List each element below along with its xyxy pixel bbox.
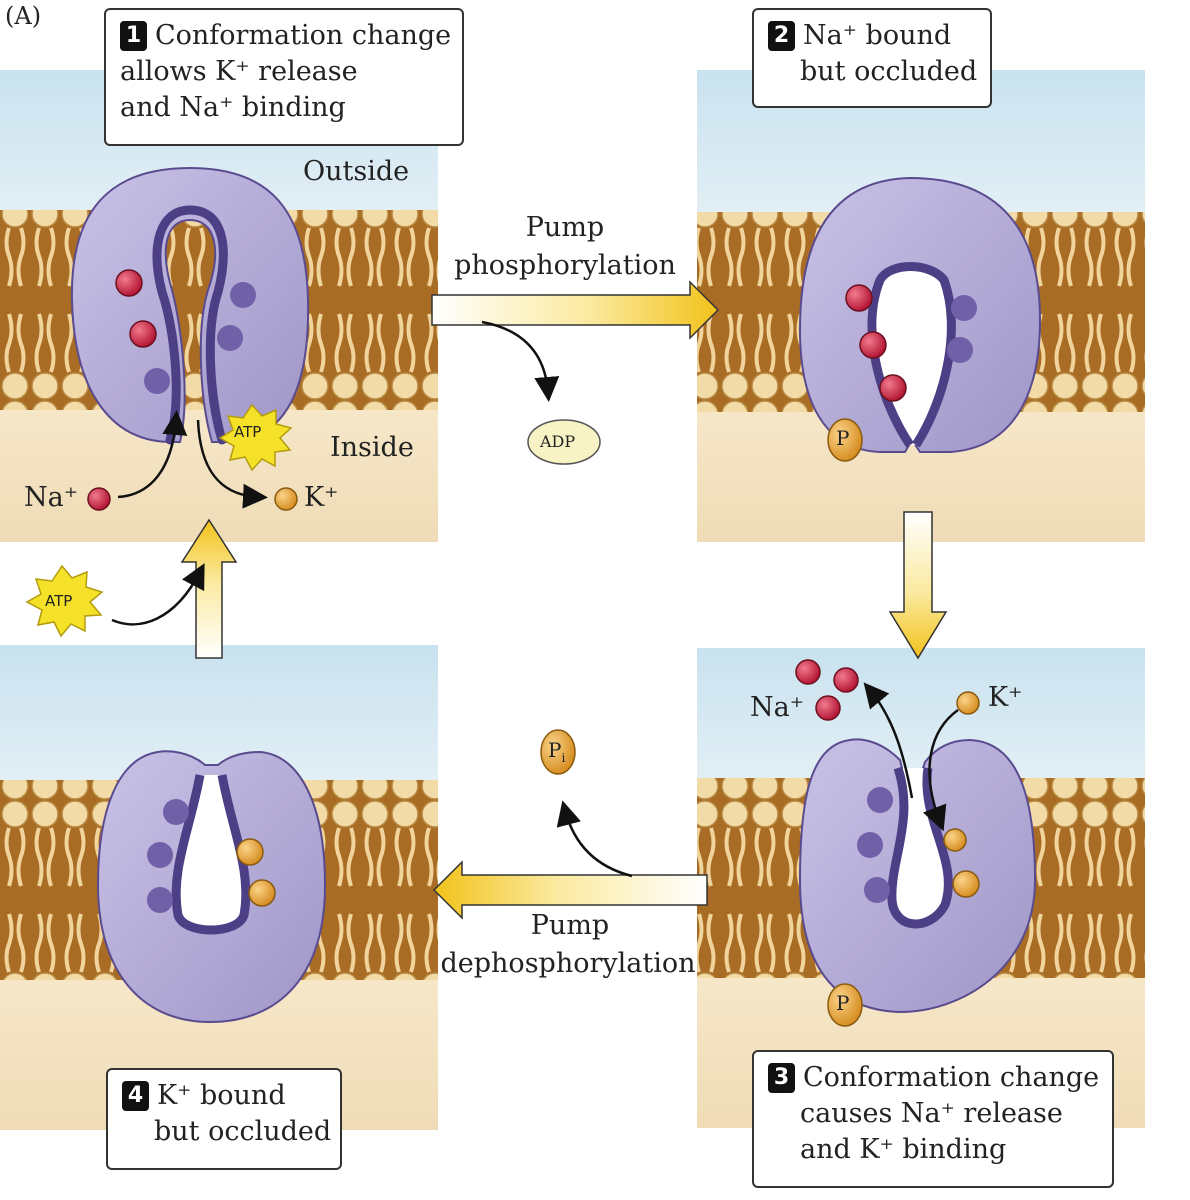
na-ion-free (87, 487, 111, 511)
na-ion (115, 269, 143, 297)
binding-site (217, 325, 243, 351)
binding-site (147, 887, 173, 913)
inside-label: Inside (330, 432, 414, 463)
binding-site (857, 832, 883, 858)
atp-star (218, 403, 293, 472)
step-3-number: 3 (768, 1063, 795, 1093)
step-1-line-2: allows K⁺ release (120, 56, 358, 87)
open-cavity (887, 766, 953, 929)
binding-site (230, 282, 256, 308)
k-ion (236, 838, 264, 866)
binding-site (951, 295, 977, 321)
inorganic-phosphate (540, 729, 576, 775)
dephosphorylation-label-line-1: Pump (530, 910, 610, 941)
na-ion-released (795, 659, 821, 685)
atp-star-free (25, 564, 104, 638)
panel-2-state (697, 70, 1145, 542)
step-4-line-1: K⁺ bound (157, 1080, 286, 1111)
na-release-arrow (863, 682, 914, 799)
extracellular-region (697, 648, 1145, 778)
na-ion-released (815, 695, 841, 721)
occluded-cavity (171, 774, 251, 935)
binding-site (864, 877, 890, 903)
k-ion (943, 828, 967, 852)
phosphate-group (827, 983, 863, 1027)
extracellular-region (0, 645, 438, 780)
step-2-line-1: Na⁺ bound (803, 20, 952, 51)
na-ion (859, 331, 887, 359)
phosphorylation-label-line-2: phosphorylation (454, 250, 676, 281)
sodium-potassium-pump (70, 166, 310, 445)
step-2-number: 2 (768, 21, 795, 51)
k-ion (248, 879, 276, 907)
panel-tag: (A) (5, 2, 42, 30)
step-3-line-1: Conformation change (803, 1062, 1100, 1093)
adp-molecule (527, 419, 601, 465)
na-released-label: Na⁺ (750, 692, 804, 723)
k-exit-arrow (196, 419, 268, 509)
inorganic-phosphate-label: Pi (548, 738, 565, 765)
step-4-line-2: but occluded (154, 1116, 332, 1147)
k-ion-incoming (956, 691, 980, 715)
atp-free-label: ATP (45, 592, 73, 610)
step-4-number: 4 (122, 1081, 149, 1111)
k-incoming-label: K⁺ (988, 682, 1023, 713)
atp-label: ATP (234, 423, 262, 441)
dephosphorylation-arrow (432, 860, 708, 920)
phosphate-group (827, 418, 863, 462)
panel-4-state (0, 645, 438, 1130)
na-ion-released (833, 667, 859, 693)
binding-site (147, 842, 173, 868)
step-2-line-2: but occluded (800, 56, 978, 87)
k-ion-free (274, 487, 298, 511)
na-ion (845, 284, 873, 312)
adp-label: ADP (540, 432, 576, 451)
phosphate-label-3: P (836, 991, 850, 1015)
pi-subscript: i (561, 751, 566, 765)
phosphorylation-arrow (431, 280, 720, 340)
binding-site (144, 368, 170, 394)
phosphate-label-2: P (836, 426, 850, 450)
conformation-arrow-down (888, 511, 948, 660)
pi-p: P (548, 738, 562, 762)
pi-release-arrow (556, 800, 633, 878)
step-3-line-3: and K⁺ binding (800, 1134, 1007, 1165)
atp-binding-arrow (111, 563, 205, 626)
na-entry-arrow (117, 410, 188, 499)
step-2-caption: 2 Na⁺ bound but occluded (752, 8, 992, 108)
step-4-caption: 4 K⁺ bound but occluded (106, 1068, 342, 1170)
step-3-line-2: causes Na⁺ release (800, 1098, 1063, 1129)
binding-site (163, 799, 189, 825)
outside-label: Outside (303, 156, 410, 187)
step-1-line-1: Conformation change (155, 20, 452, 51)
na-ion-label: Na⁺ (24, 482, 78, 513)
dephosphorylation-label-line-2: dephosphorylation (440, 948, 696, 979)
phosphorylation-label-line-1: Pump (525, 212, 605, 243)
step-1-line-3: and Na⁺ binding (120, 92, 346, 123)
binding-site (867, 787, 893, 813)
conformation-arrow-up (180, 518, 238, 659)
binding-site (947, 337, 973, 363)
k-ion (952, 870, 980, 898)
step-1-caption: 1 Conformation change allows K⁺ release a… (104, 8, 464, 146)
na-ion (129, 320, 157, 348)
k-ion-label: K⁺ (304, 482, 339, 513)
na-ion (879, 374, 907, 402)
adp-release-arrow (481, 320, 560, 402)
step-1-number: 1 (120, 21, 147, 51)
k-binding-arrow (922, 708, 959, 832)
